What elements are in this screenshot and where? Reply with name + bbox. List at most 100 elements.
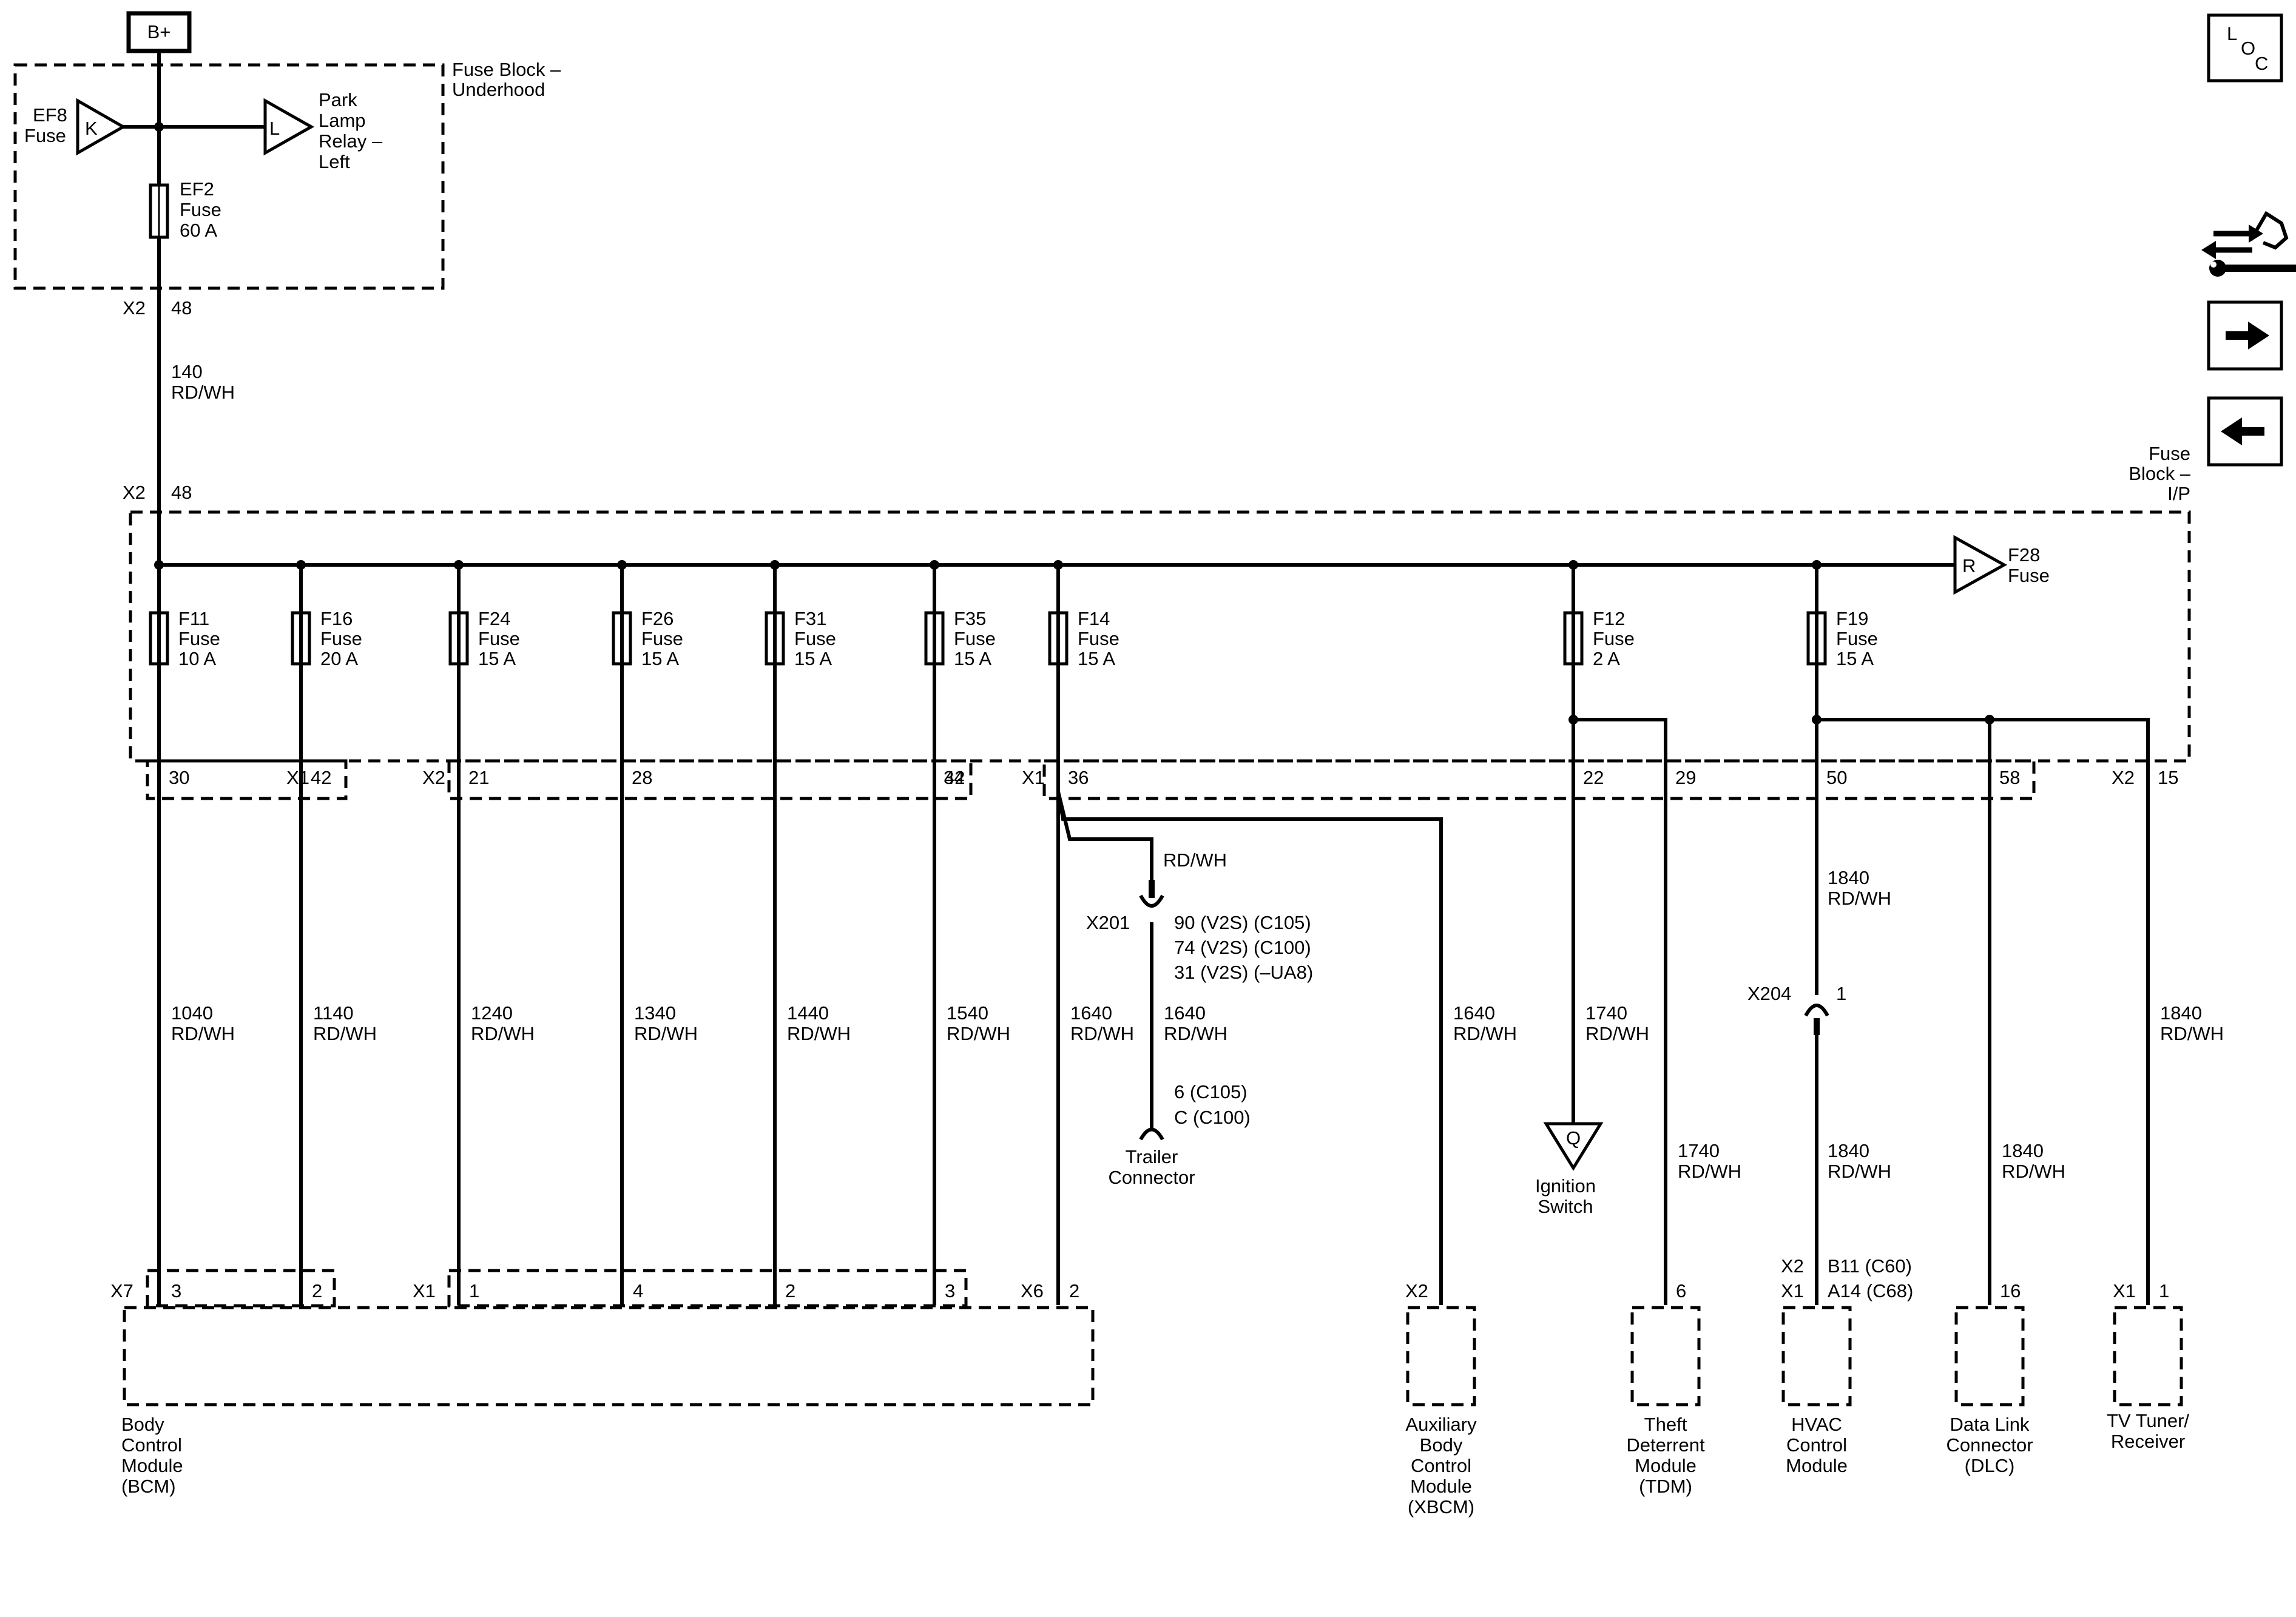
wire-trailer-1640 bbox=[1056, 791, 1153, 896]
svg-text:R: R bbox=[1962, 555, 1976, 576]
bcm-x6-label: X6 bbox=[1021, 1280, 1044, 1301]
block-pin: 21 bbox=[468, 767, 489, 788]
wire-tdm-1740 bbox=[1573, 718, 1667, 1305]
svg-text:Receiver: Receiver bbox=[2111, 1431, 2185, 1452]
block-connector: X2 bbox=[2112, 767, 2135, 788]
trailer-end-pin-1: 6 (C105) bbox=[1174, 1081, 1248, 1102]
svg-text:(BCM): (BCM) bbox=[121, 1476, 176, 1497]
x1-connector-a bbox=[146, 759, 348, 800]
svg-text:Theft: Theft bbox=[1644, 1414, 1687, 1435]
wire-color-label: RD/WH bbox=[1828, 1161, 1891, 1182]
park-lamp-relay-symbol: L bbox=[263, 98, 315, 156]
fuse-label-f11: 10 A bbox=[178, 648, 216, 669]
next-arrow-icon[interactable] bbox=[2207, 300, 2283, 371]
fuse-label-f19: F19 bbox=[1836, 608, 1868, 629]
hvac-label: HVAC Control Module bbox=[1786, 1414, 1848, 1476]
svg-text:L: L bbox=[269, 118, 280, 139]
wire-xbcm-1640 bbox=[1056, 791, 1443, 1305]
fuse-label-f31: Fuse bbox=[794, 628, 836, 649]
battery-label: B+ bbox=[147, 21, 171, 42]
fuse-label-f12: 2 A bbox=[1593, 648, 1620, 669]
wire-circuit-label: 1840 bbox=[1828, 867, 1869, 888]
xbcm-label: Auxiliary Body Control Module (XBCM) bbox=[1405, 1414, 1477, 1517]
svg-text:HVAC: HVAC bbox=[1791, 1414, 1842, 1435]
wire-color-label: RD/WH bbox=[313, 1023, 377, 1044]
svg-text:Control: Control bbox=[121, 1434, 182, 1456]
svg-text:Body: Body bbox=[1420, 1434, 1463, 1456]
bcm-x1-pin-4: 3 bbox=[945, 1280, 955, 1301]
wire-color-label: RD/WH bbox=[1070, 1023, 1134, 1044]
previous-arrow-icon[interactable] bbox=[2207, 396, 2283, 467]
fuse-label-f24: Fuse bbox=[478, 628, 520, 649]
loc-icon[interactable]: L O C bbox=[2207, 13, 2283, 83]
f28-fuse-symbol: R bbox=[1953, 535, 2008, 595]
dlc-pin: 16 bbox=[2000, 1280, 2021, 1301]
block-pin: 58 bbox=[1999, 767, 2020, 788]
fuse-label-f16: Fuse bbox=[320, 628, 362, 649]
wire-circuit-label: 1540 bbox=[947, 1002, 988, 1024]
ignition-label-1: Ignition bbox=[1535, 1175, 1596, 1197]
svg-text:Underhood: Underhood bbox=[452, 79, 545, 100]
wire-color-label: RD/WH bbox=[634, 1023, 698, 1044]
tdm-label: Theft Deterrent Module (TDM) bbox=[1626, 1414, 1705, 1497]
svg-text:Park: Park bbox=[319, 89, 357, 110]
hvac-conn-2: X1 bbox=[1781, 1280, 1804, 1301]
fuse-label-f35: Fuse bbox=[954, 628, 996, 649]
svg-text:L: L bbox=[2227, 23, 2237, 44]
wire-color-label: RD/WH bbox=[1678, 1161, 1741, 1182]
bcm-x7-connector bbox=[146, 1269, 336, 1308]
svg-text:Block –: Block – bbox=[2129, 463, 2190, 484]
block-pin: 22 bbox=[1583, 767, 1604, 788]
wire-color-label: RD/WH bbox=[2002, 1161, 2065, 1182]
wire-color-label: RD/WH bbox=[1453, 1023, 1517, 1044]
underhood-block-title: Fuse Block – Underhood bbox=[452, 59, 561, 100]
block-pin: 15 bbox=[2158, 767, 2178, 788]
block-pin: 29 bbox=[1675, 767, 1696, 788]
bcm-x6-pin: 2 bbox=[1069, 1280, 1079, 1301]
svg-text:(XBCM): (XBCM) bbox=[1408, 1496, 1474, 1517]
wire-circuit-label: 1840 bbox=[1828, 1140, 1869, 1161]
wire-circuit-label: 1440 bbox=[787, 1002, 829, 1024]
fuse-label-f11: F11 bbox=[178, 608, 209, 629]
fuse-label-f31: 15 A bbox=[794, 648, 832, 669]
fuse-label-f14: F14 bbox=[1078, 608, 1110, 629]
block-connector: X1 bbox=[286, 767, 309, 788]
battery-source: B+ bbox=[126, 11, 192, 53]
fuse-label-f14: Fuse bbox=[1078, 628, 1119, 649]
wire-color-label: RD/WH bbox=[787, 1023, 851, 1044]
park-lamp-relay-label: Park Lamp Relay – Left bbox=[319, 89, 383, 172]
wire-color-label: RD/WH bbox=[471, 1023, 535, 1044]
dlc-module bbox=[1954, 1306, 2025, 1406]
trailer-end-pin-2: C (C100) bbox=[1174, 1107, 1251, 1128]
wire-circuit-label: 1640 bbox=[1070, 1002, 1112, 1024]
wire-circuit-label: 1640 bbox=[1453, 1002, 1495, 1024]
x201-inline-connector bbox=[1139, 880, 1164, 908]
bcm-x1-pin-2: 4 bbox=[633, 1280, 643, 1301]
svg-text:Connector: Connector bbox=[1946, 1434, 2033, 1456]
tdm-module bbox=[1630, 1306, 1701, 1406]
svg-text:Control: Control bbox=[1786, 1434, 1847, 1456]
fuse-label-f19: Fuse bbox=[1836, 628, 1878, 649]
x201-pin-2: 74 (V2S) (C100) bbox=[1174, 937, 1311, 958]
x201-name: X201 bbox=[1086, 912, 1130, 933]
svg-text:I/P: I/P bbox=[2167, 483, 2190, 504]
block-pin: 28 bbox=[632, 767, 652, 788]
wire-circuit-label: 1740 bbox=[1678, 1140, 1720, 1161]
tv-label: TV Tuner/ Receiver bbox=[2107, 1410, 2189, 1452]
bcm-x1-pin-3: 2 bbox=[785, 1280, 795, 1301]
fuse-label-f31: F31 bbox=[794, 608, 826, 629]
svg-text:Fuse: Fuse bbox=[180, 199, 221, 220]
x201-pin-1: 90 (V2S) (C105) bbox=[1174, 912, 1311, 933]
component-view-icon[interactable] bbox=[2201, 211, 2296, 277]
svg-text:(DLC): (DLC) bbox=[1965, 1455, 2015, 1476]
fuse-label-f26: Fuse bbox=[641, 628, 683, 649]
wire-circuit-label: 1840 bbox=[2160, 1002, 2202, 1024]
fuse-label-f16: 20 A bbox=[320, 648, 358, 669]
x204-name: X204 bbox=[1747, 983, 1791, 1004]
hvac-conn-1: X2 bbox=[1781, 1255, 1804, 1277]
svg-text:Fuse: Fuse bbox=[2149, 443, 2190, 464]
fuse-label-f11: Fuse bbox=[178, 628, 220, 649]
trailer-connector-label-2: Connector bbox=[1108, 1167, 1195, 1188]
ip-in-connector: X2 bbox=[123, 482, 146, 503]
